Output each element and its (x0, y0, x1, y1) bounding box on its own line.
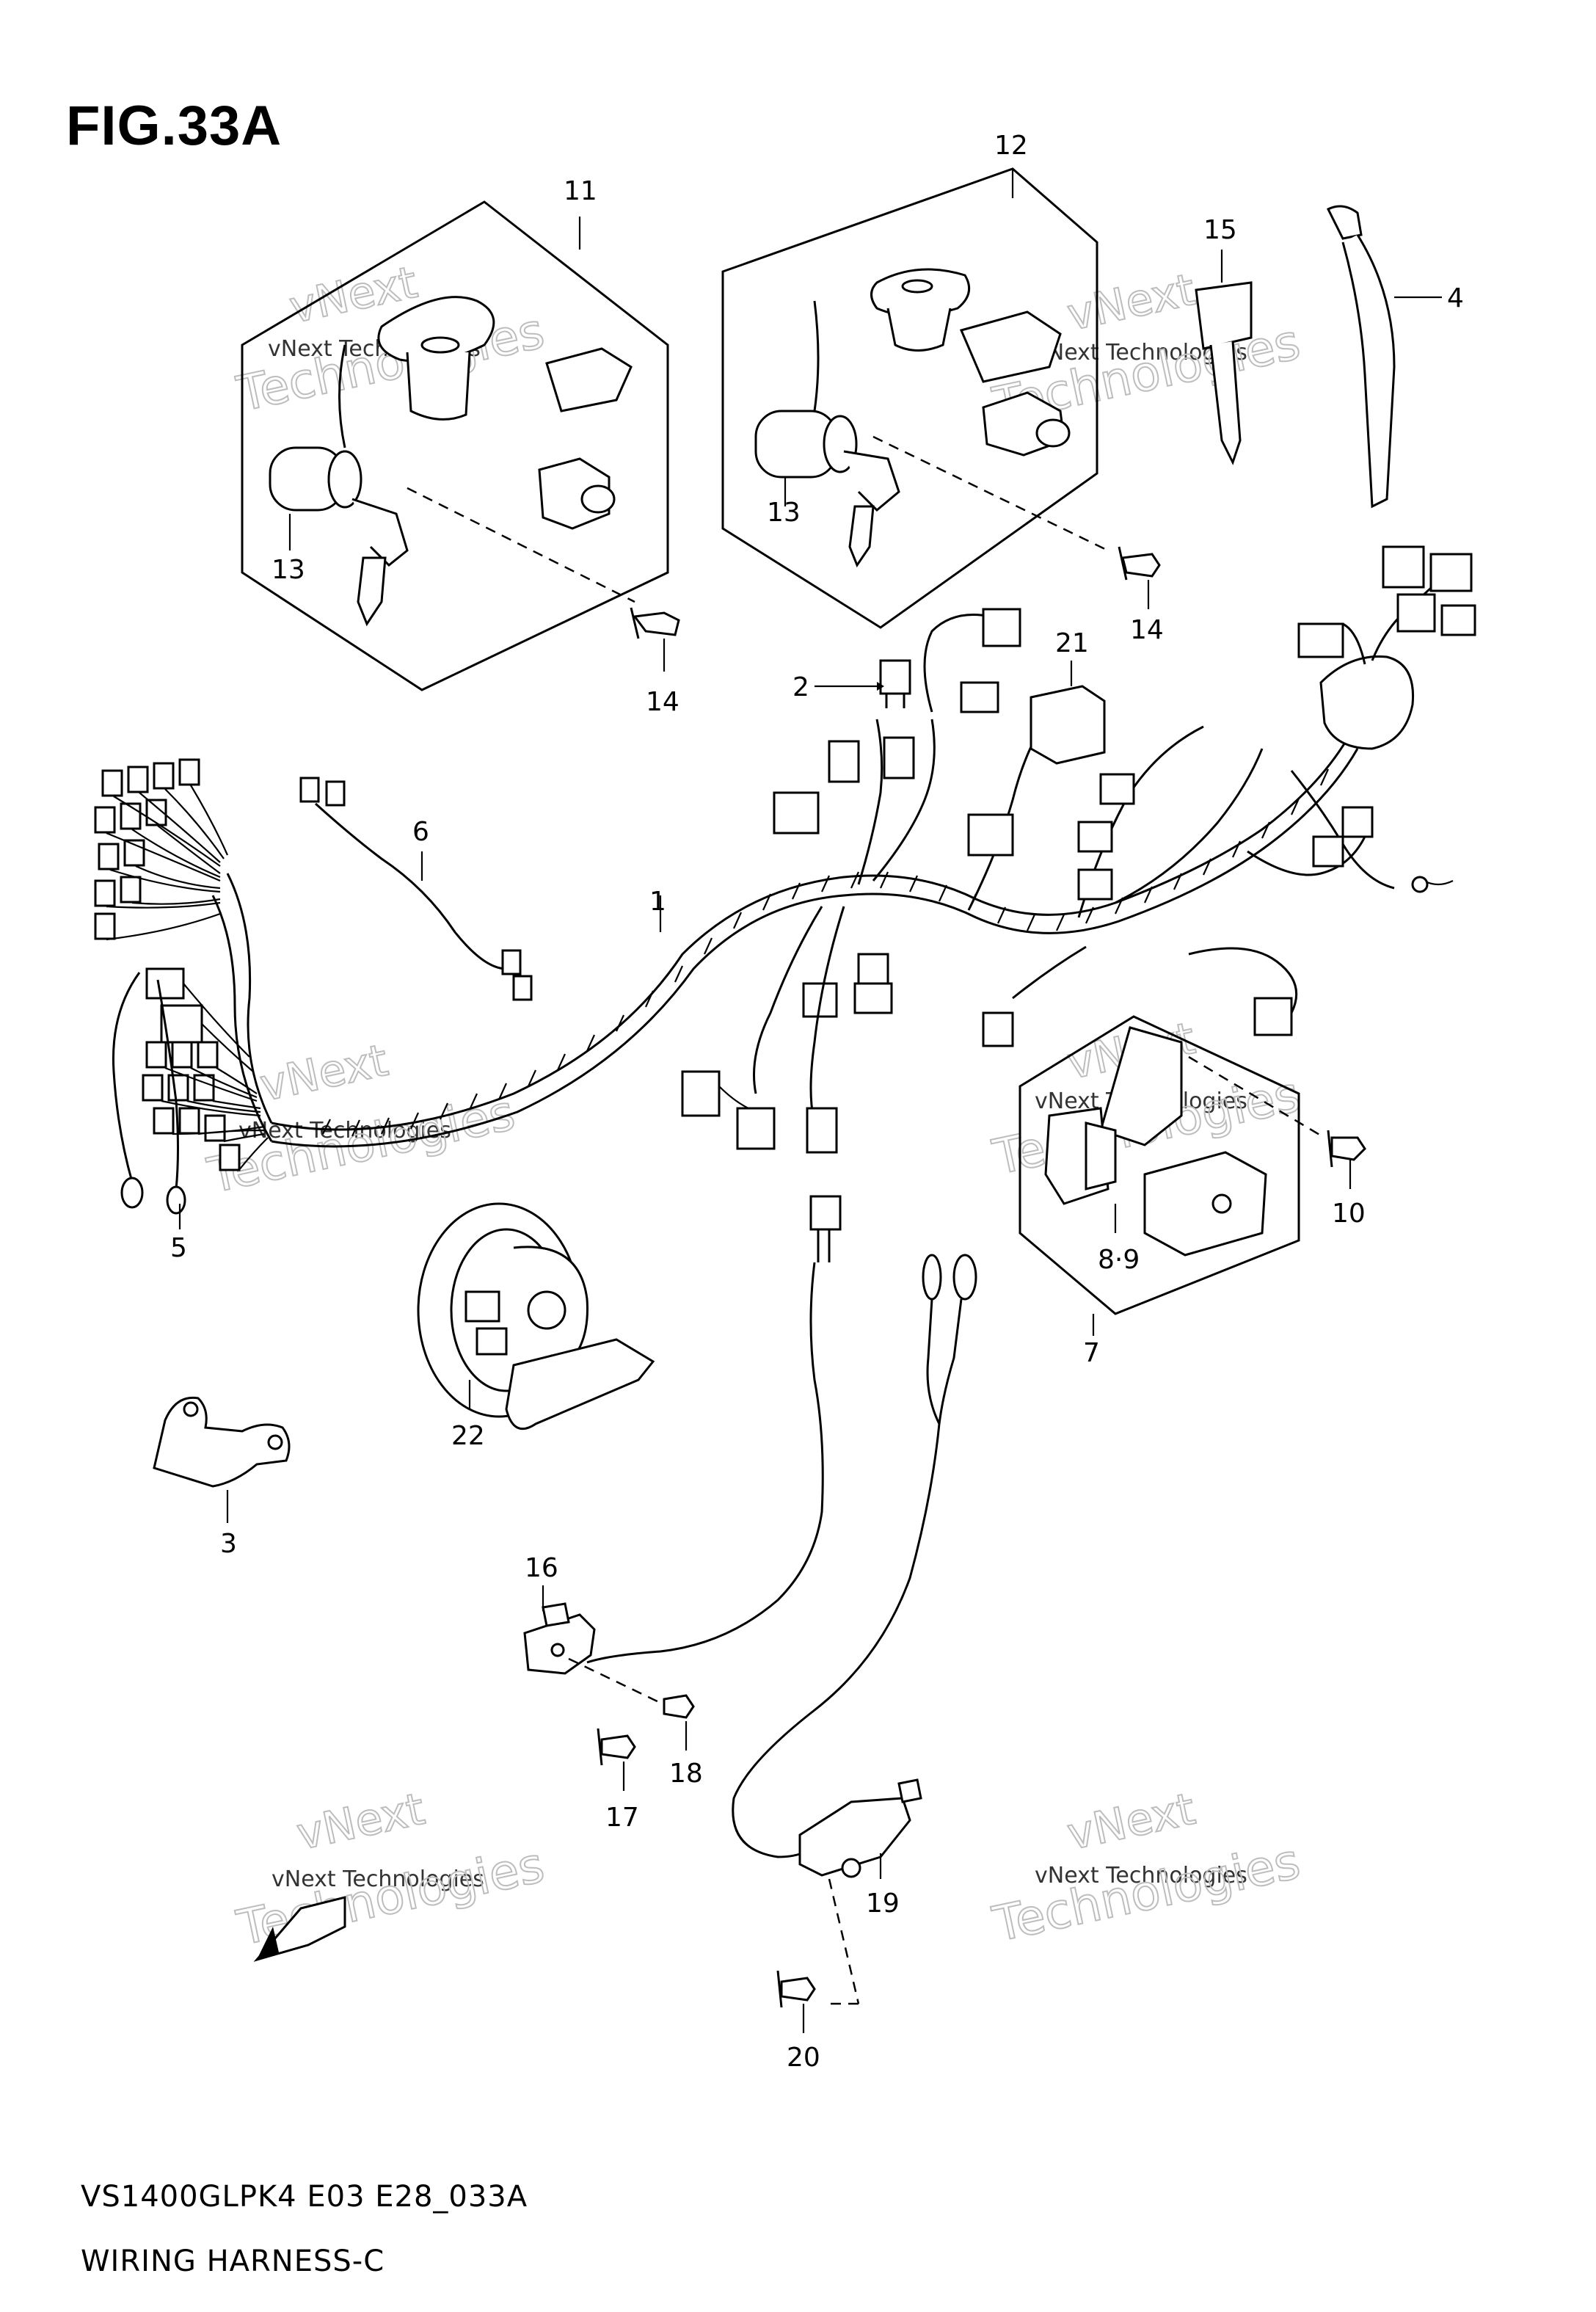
watermark-6: vNext Technologies vNext Technologies (987, 1783, 1305, 1954)
svg-text:Technologies: Technologies (203, 1084, 520, 1204)
callout-13-right: 13 (767, 498, 801, 528)
key-15 (1195, 250, 1253, 465)
watermark-5: vNext Technologies vNext Technologies (231, 1783, 550, 1957)
callout-4: 4 (1447, 283, 1464, 313)
callout-1: 1 (649, 887, 666, 917)
svg-text:vNext Technologies: vNext Technologies (1035, 1863, 1247, 1889)
callout-8-9: 8·9 (1098, 1245, 1140, 1275)
callout-22: 22 (451, 1421, 485, 1451)
sub-harness-5 (112, 972, 186, 1229)
svg-text:Technologies: Technologies (988, 1833, 1305, 1953)
callout-12: 12 (994, 131, 1028, 161)
callout-labels: 1 2 3 4 5 6 7 8·9 10 11 12 13 13 14 14 1… (170, 131, 1464, 2073)
cable-tie-4 (1326, 205, 1442, 509)
sub-harness-6 (299, 777, 533, 1001)
figure-title: FIG.33A (66, 95, 283, 157)
callout-20: 20 (787, 2043, 820, 2073)
callout-3: 3 (220, 1529, 237, 1559)
callout-18: 18 (669, 1759, 703, 1789)
callout-14-right: 14 (1130, 615, 1164, 645)
svg-text:vNext: vNext (293, 1784, 429, 1861)
diagram-name: WIRING HARNESS-C (81, 2244, 385, 2278)
svg-text:vNext Technologies: vNext Technologies (272, 1866, 484, 1892)
callout-11: 11 (564, 176, 597, 206)
lock-set-11 (241, 200, 680, 691)
callout-21: 21 (1055, 628, 1089, 658)
lock-set-12 (721, 167, 1161, 629)
callout-5: 5 (170, 1233, 187, 1263)
callout-2: 2 (792, 672, 809, 702)
svg-text:vNext: vNext (1063, 264, 1200, 341)
callout-13-left: 13 (272, 555, 305, 585)
model-code: VS1400GLPK4 E03 E28_033A (81, 2180, 528, 2214)
bracket-3 (153, 1396, 291, 1523)
relay-21 (1030, 661, 1106, 765)
callout-14-left: 14 (646, 687, 679, 717)
fuse-2 (815, 659, 911, 708)
svg-text:vNext: vNext (1063, 1784, 1200, 1861)
callout-15: 15 (1203, 215, 1237, 245)
callout-6: 6 (412, 817, 429, 847)
callout-19: 19 (866, 1889, 900, 1919)
direction-arrow-icon (253, 1896, 346, 1962)
switch-harness (523, 1195, 977, 2033)
control-unit-7 (1019, 1015, 1366, 1336)
callout-16: 16 (525, 1553, 558, 1583)
callout-17: 17 (605, 1803, 639, 1833)
svg-text:vNext: vNext (256, 1035, 393, 1112)
callout-7: 7 (1083, 1338, 1100, 1368)
horn-22 (417, 1202, 655, 1431)
callout-10: 10 (1332, 1199, 1366, 1229)
